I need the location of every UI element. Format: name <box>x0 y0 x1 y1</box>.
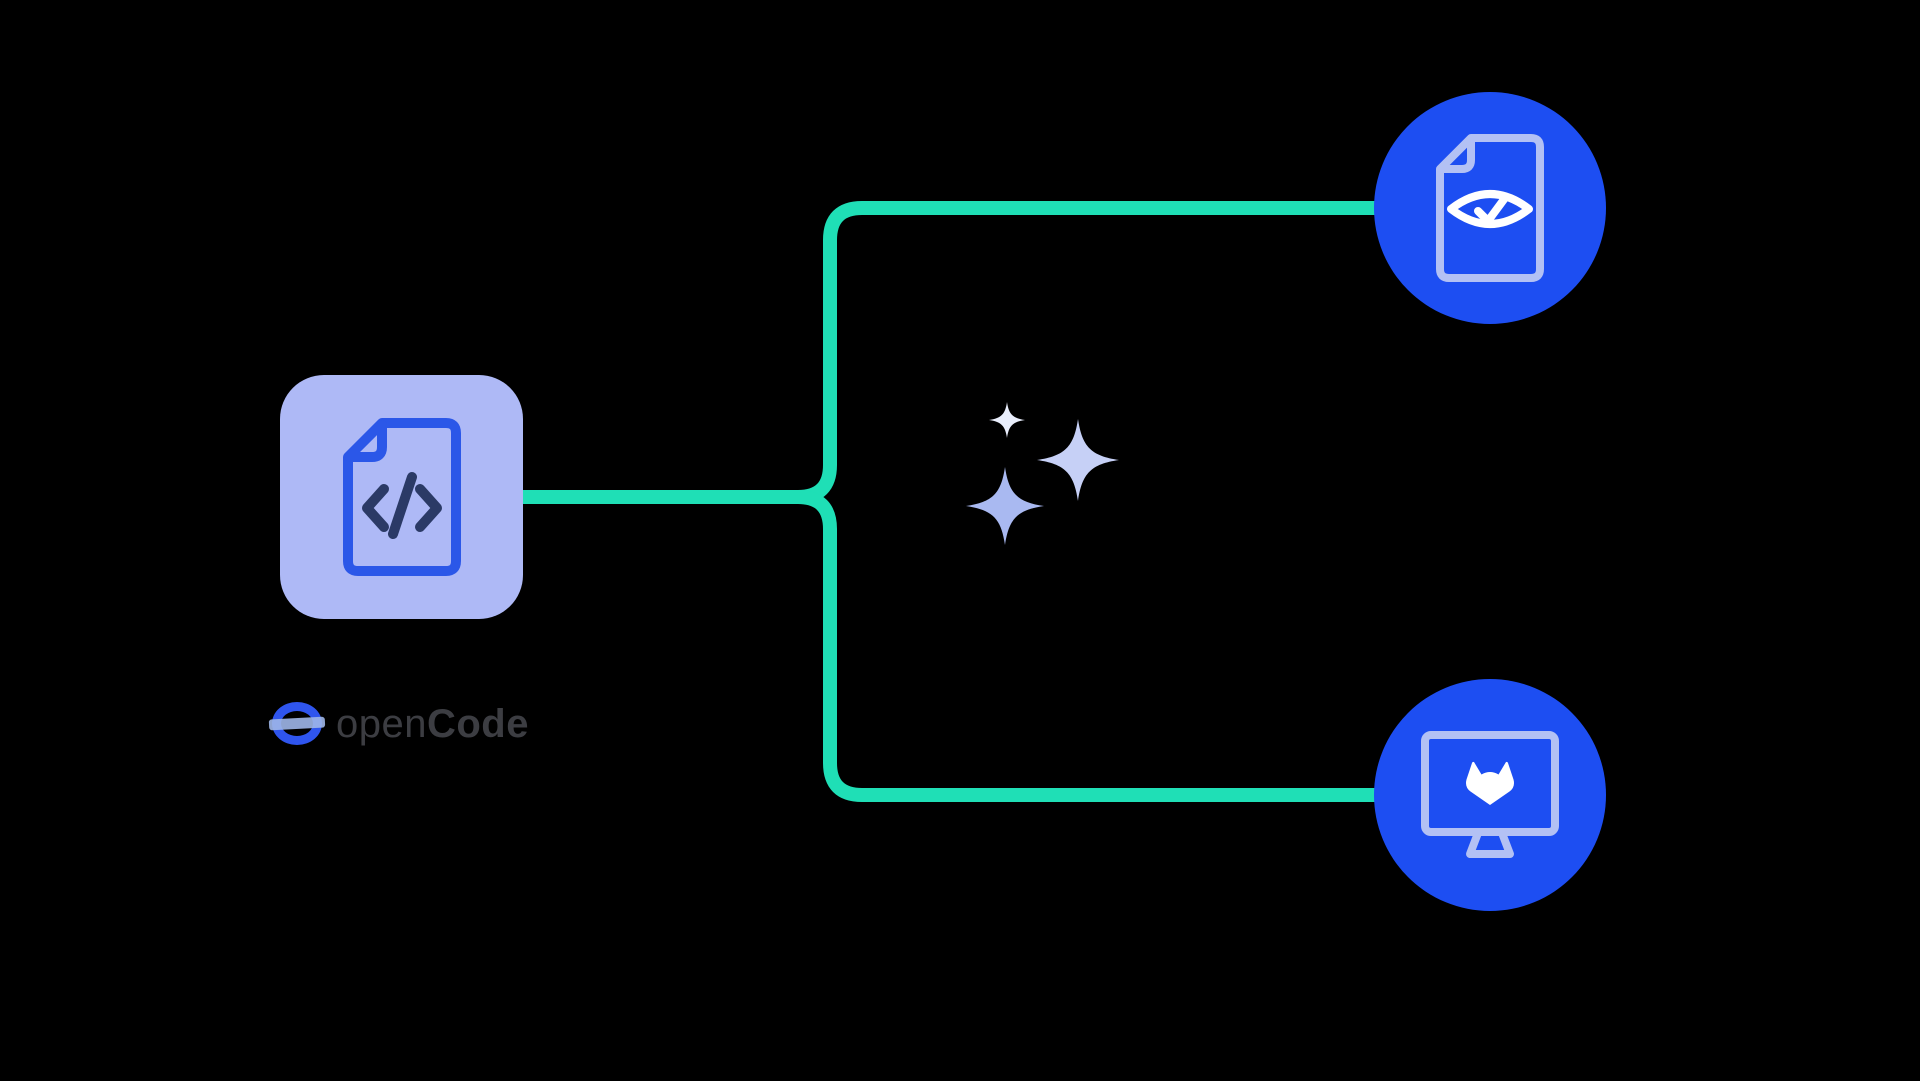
sparkle-medium <box>966 467 1044 545</box>
code-chevron-left <box>361 484 389 532</box>
gitlab-tanuki-icon <box>1466 761 1514 805</box>
sparkle-small <box>989 402 1025 438</box>
code-chevron-right <box>414 484 442 532</box>
sparkle-large <box>1037 419 1119 501</box>
document-review-check-icon <box>1436 134 1544 282</box>
wordmark-open: open <box>336 701 427 746</box>
connector-top-branch <box>523 201 1378 504</box>
opencode-logo-icon <box>268 702 326 745</box>
eye-icon <box>1447 190 1533 228</box>
code-slash <box>387 472 417 539</box>
opencode-wordmark: openCode <box>336 704 529 744</box>
gitlab-monitor-node <box>1374 679 1606 911</box>
document-review-node <box>1374 92 1606 324</box>
code-file-icon <box>342 418 461 576</box>
check-icon <box>1474 194 1509 225</box>
opencode-logo: openCode <box>268 702 529 745</box>
wordmark-code: Code <box>426 701 529 746</box>
connector-bottom-branch <box>523 490 1378 802</box>
ai-sparkles-icon <box>966 402 1119 545</box>
gitlab-tanuki-monitor-icon <box>1421 731 1559 858</box>
monitor-stand <box>1466 829 1514 858</box>
code-file-node <box>280 375 523 619</box>
